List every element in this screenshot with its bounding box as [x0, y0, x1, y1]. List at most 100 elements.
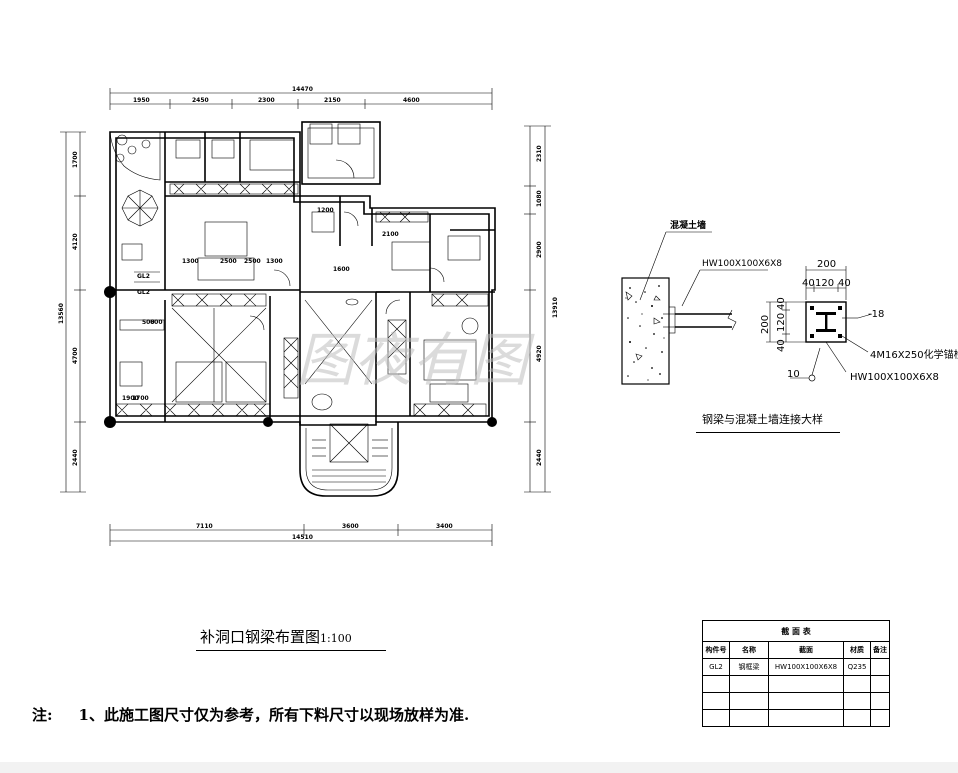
cell-empty [870, 692, 890, 710]
plan-title: 补洞口钢梁布置图1:100 [200, 626, 352, 647]
room-dim-6: 1200 [317, 207, 334, 214]
left-dim-3: 4700 [72, 347, 79, 364]
bottom-dim-1: 7110 [196, 523, 213, 530]
header-member-no: 构件号 [702, 641, 730, 659]
cell-empty [768, 675, 844, 693]
cell-empty [702, 709, 730, 727]
table-row [702, 692, 890, 710]
cell-empty [843, 692, 871, 710]
room-dim-4: 1300 [266, 258, 283, 265]
room-dims: 1300 2500 2500 1300 1600 1200 2100 1900 … [122, 207, 399, 402]
top-dim-3: 2300 [258, 97, 275, 104]
section-label: HW100X100X6X8 [850, 372, 939, 383]
room-dim-11: 600 [150, 319, 163, 326]
table-row [702, 709, 890, 727]
plate-label: -18 [868, 309, 884, 320]
cell-section: HW100X100X6X8 [768, 658, 844, 676]
bottom-strip [0, 762, 958, 773]
top-dim-1: 1950 [133, 97, 150, 104]
note-label: 注: [32, 706, 53, 724]
right-dim-1: 2310 [536, 145, 543, 162]
furniture [119, 139, 481, 411]
cell-empty [870, 675, 890, 693]
section-table-header: 构件号 名称 截面 材质 备注 [702, 641, 890, 659]
watermark: 图夜有图 [296, 326, 535, 394]
section-width-part-1: 40 [802, 278, 815, 289]
cell-empty [843, 709, 871, 727]
cell-empty [768, 709, 844, 727]
cell-empty [702, 675, 730, 693]
left-total-dim: 13560 [58, 303, 65, 324]
cell-remark [870, 658, 890, 676]
door-swings [249, 159, 445, 331]
cell-empty [702, 692, 730, 710]
section-table: 截 面 表 构件号 名称 截面 材质 备注 GL2 钢框梁 HW100X100X… [702, 620, 890, 727]
top-dim-4: 2150 [324, 97, 341, 104]
section-height-part-3: 40 [776, 339, 787, 352]
concrete-wall [621, 277, 670, 385]
section-width-dim: 200 [817, 259, 836, 270]
beam-tags: GL2 GL2 [134, 271, 160, 296]
cell-empty [729, 692, 769, 710]
section-width-part-2: 120 [815, 278, 834, 289]
section-table-caption: 截 面 表 [702, 620, 890, 642]
beam-label: HW100X100X6X8 [702, 259, 782, 269]
room-dim-9: 1700 [132, 395, 149, 402]
room-dim-10: 500 [142, 319, 155, 326]
top-dimension-chain: 14470 1950 2450 2300 2150 4600 [109, 86, 493, 110]
header-name: 名称 [729, 641, 769, 659]
concrete-hatch [625, 285, 665, 381]
bottom-dimension-chain: 7110 3600 3400 14510 [109, 523, 493, 546]
construction-note: 注: 1、此施工图尺寸仅为参考，所有下料尺寸以现场放样为准. [32, 704, 469, 725]
weld-label: 10 [787, 369, 800, 380]
cell-name: 钢框梁 [729, 658, 769, 676]
beam-section-view: 200 40 120 40 200 40 120 40 -18 4M16X250… [760, 259, 958, 383]
left-dim-4: 2440 [72, 449, 79, 466]
right-dim-3: 2900 [536, 241, 543, 258]
left-dimension-chain: 1700 4120 4700 2440 13560 [58, 131, 86, 493]
header-section: 截面 [768, 641, 844, 659]
detail-title: 钢梁与混凝土墙连接大样 [702, 413, 823, 426]
top-dim-2: 2450 [192, 97, 209, 104]
table-row [702, 675, 890, 693]
room-dim-8: 1900 [122, 395, 139, 402]
right-dimension-chain: 2310 1080 2900 4920 2440 13910 [524, 125, 559, 493]
room-dim-2: 2500 [220, 258, 237, 265]
cabinet-strips [115, 183, 489, 417]
room-dim-1: 1300 [182, 258, 199, 265]
beam-tag-2: GL2 [137, 289, 150, 296]
section-height-part-1: 40 [776, 297, 787, 310]
room-dim-5: 1600 [333, 266, 350, 273]
plan-scale: 1:100 [320, 632, 352, 645]
anchor-label: 4M16X250化学锚栓 [870, 348, 958, 361]
header-remark: 备注 [870, 641, 890, 659]
beam-tag-1: GL2 [137, 273, 150, 280]
right-dim-4: 4920 [536, 345, 543, 362]
cell-empty [729, 675, 769, 693]
plan-walls [109, 121, 496, 497]
structural-columns [104, 286, 497, 428]
right-dim-2: 1080 [536, 190, 543, 207]
cell-empty [768, 692, 844, 710]
note-text: 1、此施工图尺寸仅为参考，所有下料尺寸以现场放样为准. [78, 706, 470, 724]
section-height-part-2: 120 [776, 313, 787, 332]
cell-material: Q235 [843, 658, 871, 676]
bottom-dim-2: 3600 [342, 523, 359, 530]
room-dim-3: 2500 [244, 258, 261, 265]
cell-empty [843, 675, 871, 693]
right-total-dim: 13910 [552, 297, 559, 318]
left-dim-1: 1700 [72, 151, 79, 168]
top-total-dim: 14470 [292, 86, 313, 93]
detail-title-underline [696, 432, 840, 433]
cell-member-no: GL2 [702, 658, 730, 676]
terrace-garden [109, 131, 161, 261]
top-dim-5: 4600 [403, 97, 420, 104]
bottom-total-dim: 14510 [292, 534, 313, 541]
connection-detail: 混凝土墙 HW100X100X6X8 [621, 219, 958, 385]
room-dim-7: 2100 [382, 231, 399, 238]
plan-title-text: 补洞口钢梁布置图 [200, 628, 321, 646]
right-dim-5: 2440 [536, 449, 543, 466]
cell-empty [729, 709, 769, 727]
section-width-part-3: 40 [838, 278, 851, 289]
